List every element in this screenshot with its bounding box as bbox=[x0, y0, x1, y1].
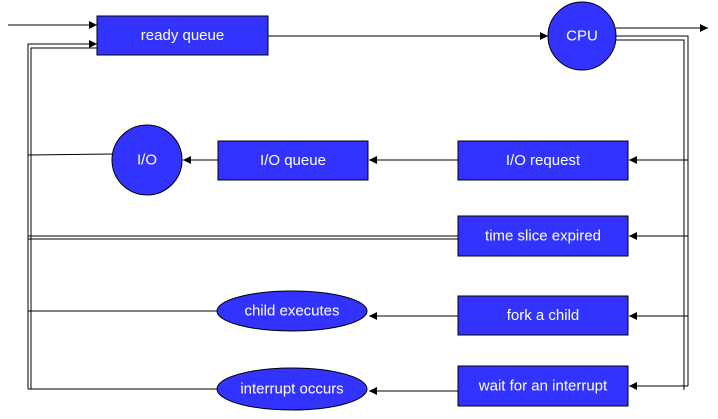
io-return-line bbox=[27, 153, 113, 156]
time-slice-expired-label: time slice expired bbox=[485, 228, 601, 245]
connectors bbox=[8, 21, 708, 395]
ready-queue-box: ready queue bbox=[96, 15, 269, 56]
return-bus-shadow bbox=[30, 47, 97, 389]
interrupt-occurs-node: interrupt occurs bbox=[216, 367, 368, 411]
cpu-output-bus bbox=[616, 35, 689, 386]
interrupt-occurs-label: interrupt occurs bbox=[240, 381, 343, 398]
io-queue-label: I/O queue bbox=[260, 152, 326, 169]
time-slice-expired-box: time slice expired bbox=[457, 215, 629, 257]
fork-a-child-label: fork a child bbox=[507, 307, 580, 324]
return-bus bbox=[27, 40, 97, 389]
wait-for-an-interrupt-box: wait for an interrupt bbox=[457, 365, 629, 407]
ready-queue-label: ready queue bbox=[141, 27, 224, 44]
child-executes-label: child executes bbox=[244, 303, 339, 320]
child-executes-node: child executes bbox=[216, 290, 368, 332]
io-node: I/O bbox=[111, 124, 183, 196]
wait-for-an-interrupt-label: wait for an interrupt bbox=[478, 378, 608, 395]
io-request-box: I/O request bbox=[457, 140, 629, 181]
cpu-label: CPU bbox=[566, 28, 598, 45]
cpu-output-bus-shadow bbox=[616, 39, 685, 390]
cpu-node: CPU bbox=[547, 1, 617, 71]
fork-a-child-box: fork a child bbox=[457, 295, 629, 336]
io-request-label: I/O request bbox=[506, 152, 581, 169]
io-queue-box: I/O queue bbox=[217, 140, 369, 181]
io-label: I/O bbox=[137, 152, 157, 169]
